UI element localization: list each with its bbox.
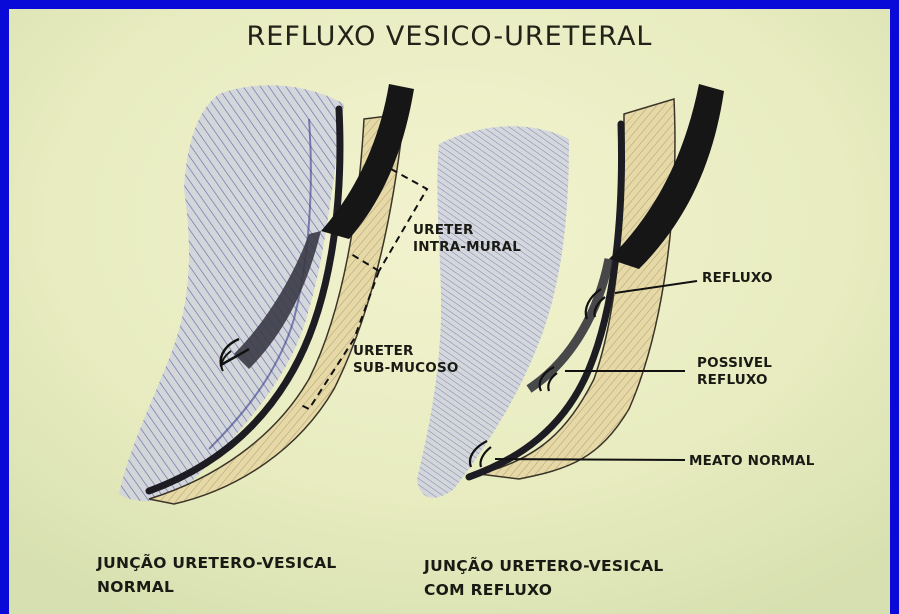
anatomical-illustration [9,9,890,614]
caption-normal-junction: JUNÇÃO URETERO-VESICAL NORMAL [97,551,337,599]
label-refluxo: REFLUXO [702,270,773,287]
label-line: URETER [413,222,521,239]
label-line: POSSIVEL [697,355,772,372]
label-line: REFLUXO [697,372,772,389]
label-line: INTRA-MURAL [413,239,521,256]
label-ureter-submucoso: URETER SUB-MUCOSO [353,343,459,377]
label-meato-normal: MEATO NORMAL [689,453,815,470]
caption-line: NORMAL [97,575,337,599]
caption-line: JUNÇÃO URETERO-VESICAL [97,551,337,575]
label-line: URETER [353,343,459,360]
label-line: SUB-MUCOSO [353,360,459,377]
caption-line: COM REFLUXO [424,578,664,602]
slide: REFLUXO VESICO-URETERAL URETER INTRA-MUR… [9,9,890,614]
slide-title: REFLUXO VESICO-URETERAL [9,21,890,52]
label-ureter-intramural: URETER INTRA-MURAL [413,222,521,256]
caption-line: JUNÇÃO URETERO-VESICAL [424,554,664,578]
label-possivel-refluxo: POSSIVEL REFLUXO [697,355,772,389]
caption-reflux-junction: JUNÇÃO URETERO-VESICAL COM REFLUXO [424,554,664,602]
